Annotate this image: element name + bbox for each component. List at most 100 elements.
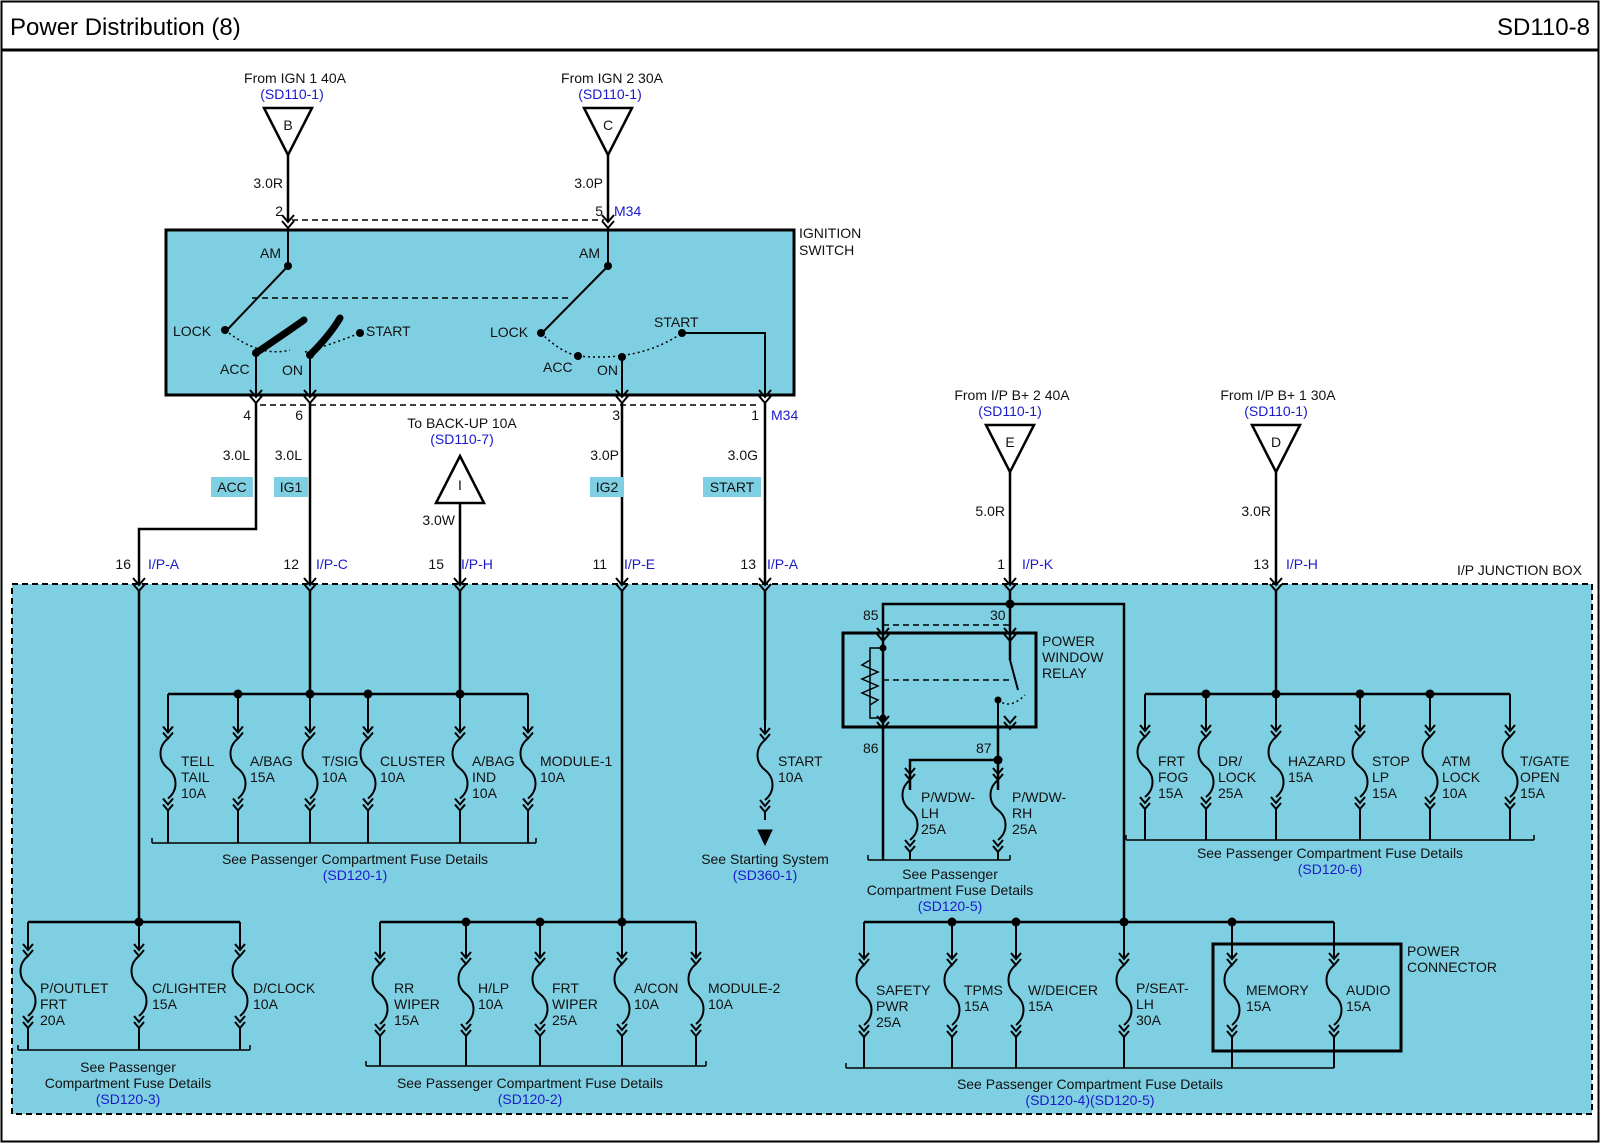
fuse-symbol bbox=[301, 694, 319, 843]
fuse-stroke bbox=[304, 797, 316, 807]
fuse-stroke bbox=[130, 955, 148, 1017]
fuse-stroke bbox=[531, 963, 549, 1025]
fuse-stroke bbox=[133, 943, 145, 952]
fuse-stroke bbox=[19, 955, 37, 1017]
fuse-stroke bbox=[304, 725, 316, 735]
source-b-label: From IGN 1 40A bbox=[244, 70, 347, 86]
fuse-stroke bbox=[374, 951, 386, 960]
splice-dot bbox=[993, 755, 1003, 765]
wires bbox=[17, 155, 1535, 1069]
jb-input-conn: I/P-H bbox=[1286, 556, 1318, 572]
lock-label-2: LOCK bbox=[490, 324, 529, 340]
fuse-symbol bbox=[451, 694, 469, 843]
splice-dot bbox=[455, 689, 465, 699]
fuse-stroke bbox=[690, 951, 702, 960]
arrow-head bbox=[757, 829, 773, 847]
fuse-symbol bbox=[1325, 922, 1343, 1068]
relay-label-1: POWER bbox=[1042, 633, 1095, 649]
fuse-symbol bbox=[989, 760, 1007, 860]
fuse-stroke bbox=[1115, 964, 1133, 1026]
note-text: See Passenger bbox=[902, 866, 998, 882]
connector-e-triangle bbox=[983, 423, 1037, 475]
circuit-tag-ig2-bg bbox=[590, 477, 624, 497]
note-text: Compartment Fuse Details bbox=[45, 1075, 212, 1091]
wire-spec-b: 3.0R bbox=[253, 175, 283, 191]
fuse-stroke bbox=[1354, 724, 1366, 733]
relay-label-3: RELAY bbox=[1042, 665, 1088, 681]
note-text: Compartment Fuse Details bbox=[867, 882, 1034, 898]
fuse-symbol bbox=[1197, 694, 1215, 840]
note-ref: (SD360-1) bbox=[733, 867, 798, 883]
jb-input-pin: 11 bbox=[592, 556, 607, 572]
fuse-symbol bbox=[943, 922, 961, 1068]
fuse-stroke bbox=[858, 1024, 870, 1033]
circuit-tag-ig2: IG2 bbox=[596, 479, 619, 495]
fuse-stroke bbox=[229, 737, 247, 800]
fuse-stroke bbox=[759, 727, 771, 736]
wire-spec-d: 3.0R bbox=[1241, 503, 1271, 519]
fuse-stroke bbox=[1270, 796, 1282, 805]
splice-dot bbox=[306, 351, 314, 359]
wire bbox=[682, 332, 766, 395]
switch-pin-5: 5 bbox=[595, 203, 603, 219]
ignition-label-2: SWITCH bbox=[799, 242, 854, 258]
relay-label-2: WINDOW bbox=[1042, 649, 1104, 665]
splice-dot bbox=[537, 329, 545, 337]
fuse-stroke bbox=[534, 951, 546, 960]
fuse-stroke bbox=[946, 1024, 958, 1033]
fuse-symbol bbox=[19, 922, 37, 1050]
fuse-symbol bbox=[531, 922, 549, 1066]
fuse-stroke bbox=[616, 951, 628, 960]
fuse-stroke bbox=[451, 737, 469, 800]
fuse-stroke bbox=[1325, 964, 1343, 1026]
fuse-stroke bbox=[616, 1023, 628, 1032]
fuse-stroke bbox=[1226, 952, 1238, 961]
jb-input-pin: 16 bbox=[115, 556, 131, 572]
connector-mark bbox=[601, 220, 615, 230]
page-code: SD110-8 bbox=[1497, 14, 1590, 41]
fuse-stroke bbox=[992, 767, 1004, 776]
splice-dot bbox=[1201, 689, 1211, 699]
note-text: See Passenger bbox=[80, 1059, 176, 1075]
fuse-stroke bbox=[989, 779, 1007, 841]
connector-mark bbox=[281, 220, 295, 230]
fuse-stroke bbox=[1421, 736, 1439, 798]
splice-dot bbox=[356, 329, 364, 337]
fuse-stroke bbox=[1504, 796, 1516, 805]
splice-dot bbox=[252, 349, 260, 357]
fuse-stroke bbox=[1007, 964, 1025, 1026]
fuse-stroke bbox=[904, 767, 916, 776]
fuse-stroke bbox=[904, 839, 916, 848]
jb-input-conn: I/P-K bbox=[1022, 556, 1054, 572]
wire-spec-ig2: 3.0P bbox=[590, 447, 619, 463]
wire-spec-acc: 3.0L bbox=[223, 447, 250, 463]
fuse-symbol bbox=[1115, 922, 1133, 1068]
fuse-stroke bbox=[613, 963, 631, 1025]
source-b-ref: (SD110-1) bbox=[260, 86, 324, 102]
jb-label: I/P JUNCTION BOX bbox=[1457, 562, 1583, 578]
splice-dot bbox=[1005, 599, 1015, 609]
jb-input-conn: I/P-H bbox=[461, 556, 493, 572]
fuse-detail-notes: See Passenger Compartment Fuse Details (S… bbox=[45, 845, 1463, 1108]
circuit-tag-acc: ACC bbox=[217, 479, 247, 495]
connector-mark bbox=[601, 214, 615, 224]
relay-pin-30: 30 bbox=[990, 607, 1006, 623]
ignition-label-1: IGNITION bbox=[799, 225, 861, 241]
note-ref: (SD120-2) bbox=[498, 1091, 563, 1107]
connector-c-triangle bbox=[581, 106, 635, 158]
fuse-stroke bbox=[162, 725, 174, 735]
splice-dot bbox=[618, 353, 626, 361]
fuse-stroke bbox=[454, 797, 466, 807]
wire-spec-i: 3.0W bbox=[422, 512, 455, 528]
connector-mark bbox=[1269, 577, 1283, 587]
fuse-stroke bbox=[1118, 1024, 1130, 1033]
fuse-stroke bbox=[359, 737, 377, 800]
